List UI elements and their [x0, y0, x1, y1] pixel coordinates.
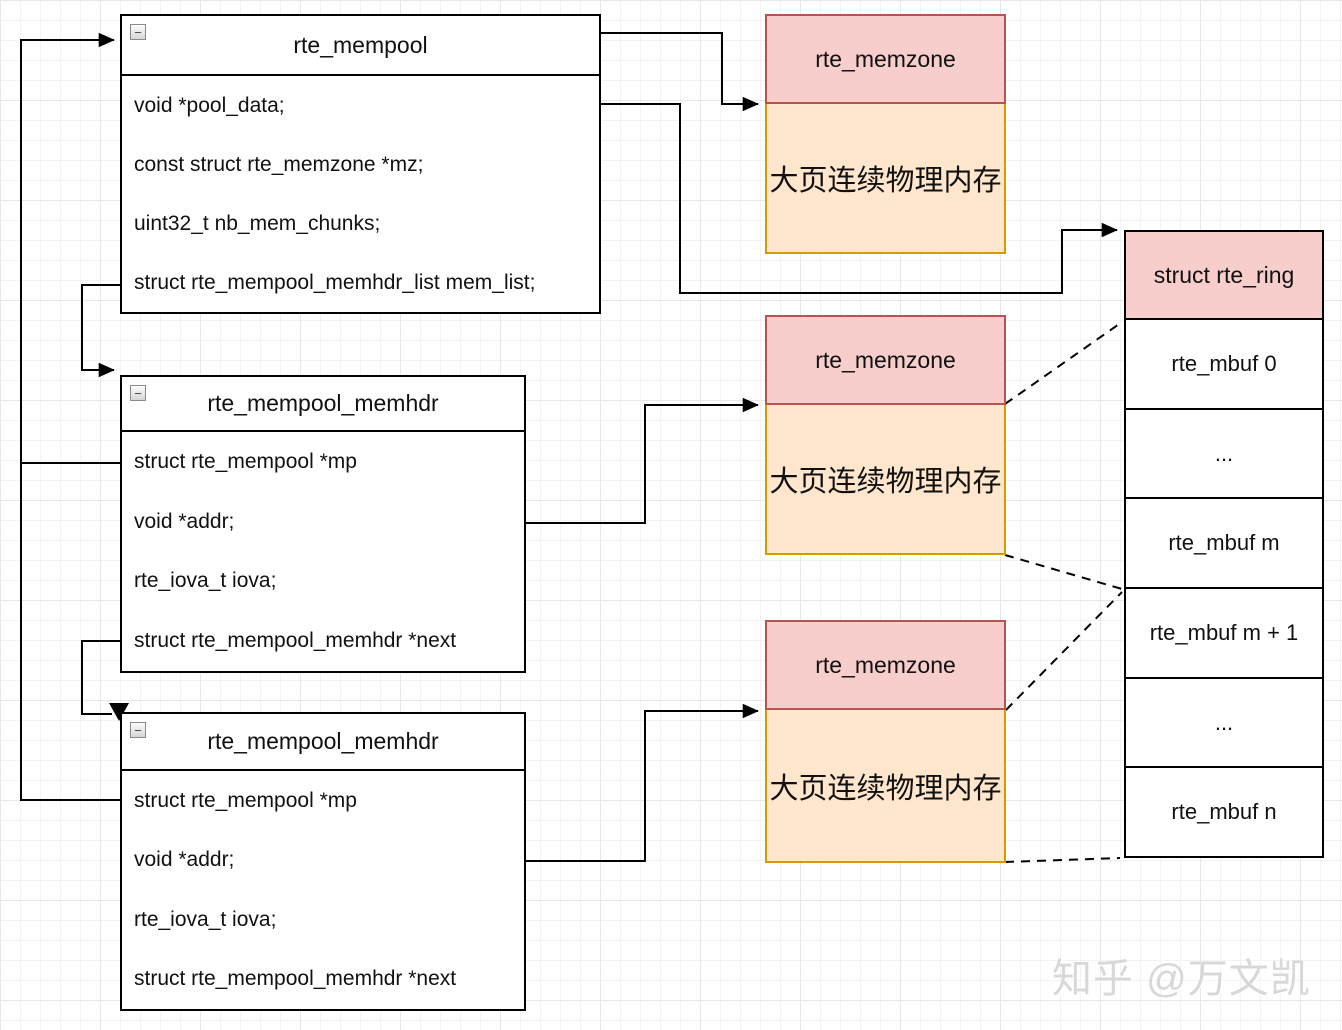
memhdr-bottom-field-mp: struct rte_mempool *mp — [134, 788, 357, 812]
ring-cell-ellipsis-1: ... — [1124, 409, 1324, 500]
ring-box: struct rte_ring rte_mbuf 0 ... rte_mbuf … — [1124, 230, 1324, 859]
ring-cell-ellipsis-2: ... — [1124, 678, 1324, 769]
mempool-field-pool-data: void *pool_data; — [134, 93, 285, 117]
struct-box-mempool: − rte_mempool void *pool_data; const str… — [120, 14, 601, 314]
memzone2-body: 大页连续物理内存 — [765, 405, 1006, 555]
edge-memlist-to-memhdr1 — [81, 284, 120, 378]
dashed-memzone2-to-mbuf0 — [1004, 321, 1123, 405]
memzone2-header: rte_memzone — [765, 315, 1006, 405]
memzone1-title: rte_memzone — [815, 45, 956, 72]
memzone3-header: rte_memzone — [765, 620, 1006, 710]
memhdr-middle-field-mp: struct rte_mempool *mp — [134, 449, 357, 473]
ring-cell-mbuf-m1: rte_mbuf m + 1 — [1124, 589, 1324, 679]
ring-header: struct rte_ring — [1124, 230, 1324, 320]
struct-box-memhdr-bottom: − rte_mempool_memhdr struct rte_mempool … — [120, 712, 526, 1011]
dashed-memzone2-to-mbufm — [1004, 554, 1123, 590]
memhdr-middle-field-addr: void *addr; — [134, 509, 235, 533]
mempool-field-mem-list: struct rte_mempool_memhdr_list mem_list; — [134, 270, 536, 294]
mempool-title: rte_mempool — [293, 31, 428, 58]
memhdr-middle-field-iova: rte_iova_t iova; — [134, 569, 277, 593]
dashed-memzone3-to-mbufn — [1004, 857, 1121, 863]
watermark: 知乎 @万文凯 — [1052, 957, 1311, 1001]
memzone1-label: 大页连续物理内存 — [769, 165, 1002, 197]
mempool-field-nb-mem-chunks: uint32_t nb_mem_chunks; — [134, 211, 381, 235]
ring-cell-mbuf-m: rte_mbuf m — [1124, 499, 1324, 590]
memhdr-bottom-header: − rte_mempool_memhdr — [122, 714, 524, 771]
memhdr-bottom-field-iova: rte_iova_t iova; — [134, 907, 277, 931]
edge-addr1-to-memzone2 — [525, 397, 759, 524]
memzone3-title: rte_memzone — [815, 651, 956, 678]
memhdr-middle-title: rte_mempool_memhdr — [207, 390, 439, 416]
memhdr-middle-fields: struct rte_mempool *mp void *addr; rte_i… — [122, 432, 524, 671]
memzone2-label: 大页连续物理内存 — [769, 466, 1002, 498]
dashed-memzone3-to-mbufm1 — [1005, 591, 1123, 711]
memhdr-bottom-field-next: struct rte_mempool_memhdr *next — [134, 967, 457, 991]
edge-addr2-to-memzone3 — [525, 703, 759, 862]
struct-box-memhdr-middle: − rte_mempool_memhdr struct rte_mempool … — [120, 375, 526, 673]
mempool-field-mz: const struct rte_memzone *mz; — [134, 152, 424, 176]
collapse-minus-icon[interactable]: − — [130, 24, 146, 40]
ring-cells: rte_mbuf 0 ... rte_mbuf m rte_mbuf m + 1… — [1124, 320, 1324, 859]
memzone3-body: 大页连续物理内存 — [765, 710, 1006, 863]
mempool-header: − rte_mempool — [122, 16, 599, 76]
edge-mp-to-mempool — [20, 32, 120, 801]
ring-cell-mbuf-0: rte_mbuf 0 — [1124, 320, 1324, 410]
ring-cell-mbuf-n: rte_mbuf n — [1124, 768, 1324, 859]
memzone1-header: rte_memzone — [765, 14, 1006, 104]
memzone2-title: rte_memzone — [815, 346, 956, 373]
collapse-minus-icon[interactable]: − — [130, 722, 146, 738]
mempool-fields: void *pool_data; const struct rte_memzon… — [122, 76, 599, 312]
memhdr-bottom-fields: struct rte_mempool *mp void *addr; rte_i… — [122, 771, 524, 1009]
collapse-minus-icon[interactable]: − — [130, 385, 146, 401]
ring-title: struct rte_ring — [1153, 261, 1295, 288]
memzone3-label: 大页连续物理内存 — [769, 772, 1002, 805]
memhdr-middle-field-next: struct rte_mempool_memhdr *next — [134, 629, 457, 653]
memhdr-bottom-field-addr: void *addr; — [134, 848, 235, 872]
edge-mempool-to-memzone1 — [600, 32, 759, 112]
memhdr-middle-header: − rte_mempool_memhdr — [122, 377, 524, 432]
memzone1-body: 大页连续物理内存 — [765, 104, 1006, 254]
memhdr-bottom-title: rte_mempool_memhdr — [207, 728, 439, 754]
edge-next-to-memhdr2 — [81, 640, 120, 715]
